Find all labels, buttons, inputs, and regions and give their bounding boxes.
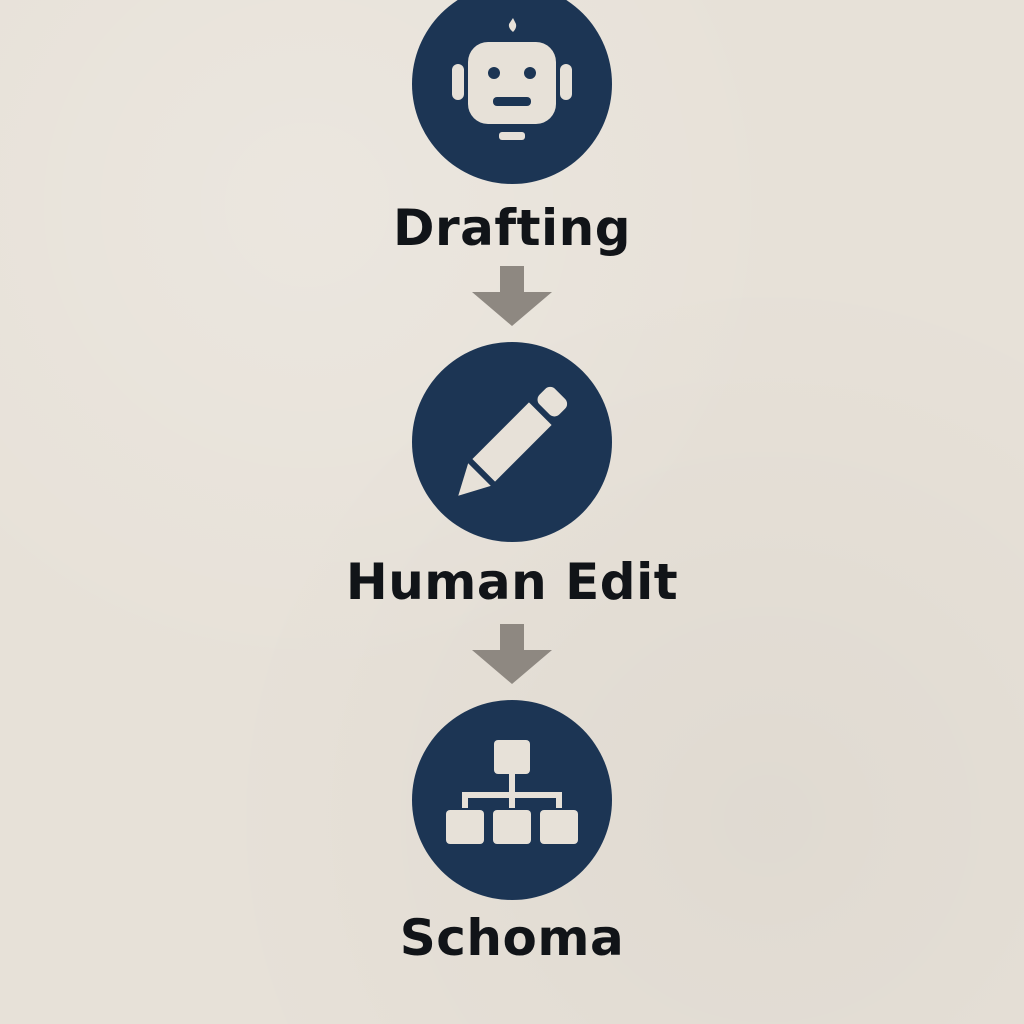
human-edit-node	[412, 342, 612, 542]
arrow-down-icon	[472, 624, 552, 686]
step-label-schoma: Schoma	[399, 909, 625, 967]
pencil-icon	[412, 342, 612, 542]
hierarchy-icon	[412, 700, 612, 900]
step-label-drafting: Drafting	[392, 199, 632, 257]
arrow-down-icon	[472, 266, 552, 328]
step-label-human-edit: Human Edit	[345, 553, 679, 611]
drafting-node	[412, 0, 612, 184]
robot-icon	[412, 0, 612, 184]
schema-node	[412, 700, 612, 900]
